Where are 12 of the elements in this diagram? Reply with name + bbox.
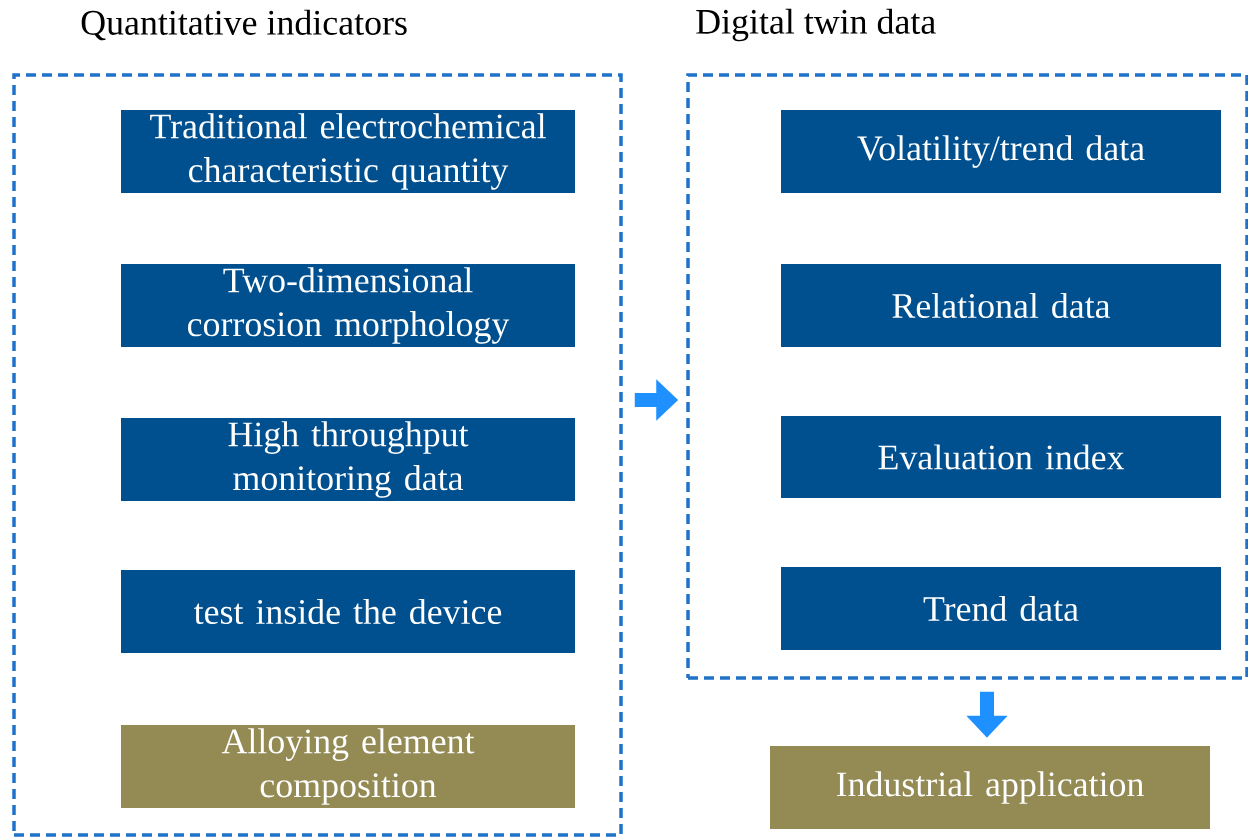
text-box: Alloying element composition <box>121 725 575 808</box>
text-box: test inside the device <box>121 570 575 653</box>
text-box: Volatility/trend data <box>781 110 1221 193</box>
text-box: Two-dimensional corrosion morphology <box>121 264 575 347</box>
text-box: Traditional electrochemical characteristic quantity <box>121 110 575 193</box>
text-box: Industrial application <box>770 746 1210 829</box>
group-heading: Digital twin data <box>696 8 936 42</box>
text-box: Relational data <box>781 264 1221 347</box>
text-box: Trend data <box>781 567 1221 650</box>
text-box: Evaluation index <box>781 416 1221 498</box>
group-heading: Quantitative indicators <box>81 9 407 41</box>
text-box: High throughput monitoring data <box>121 418 575 501</box>
